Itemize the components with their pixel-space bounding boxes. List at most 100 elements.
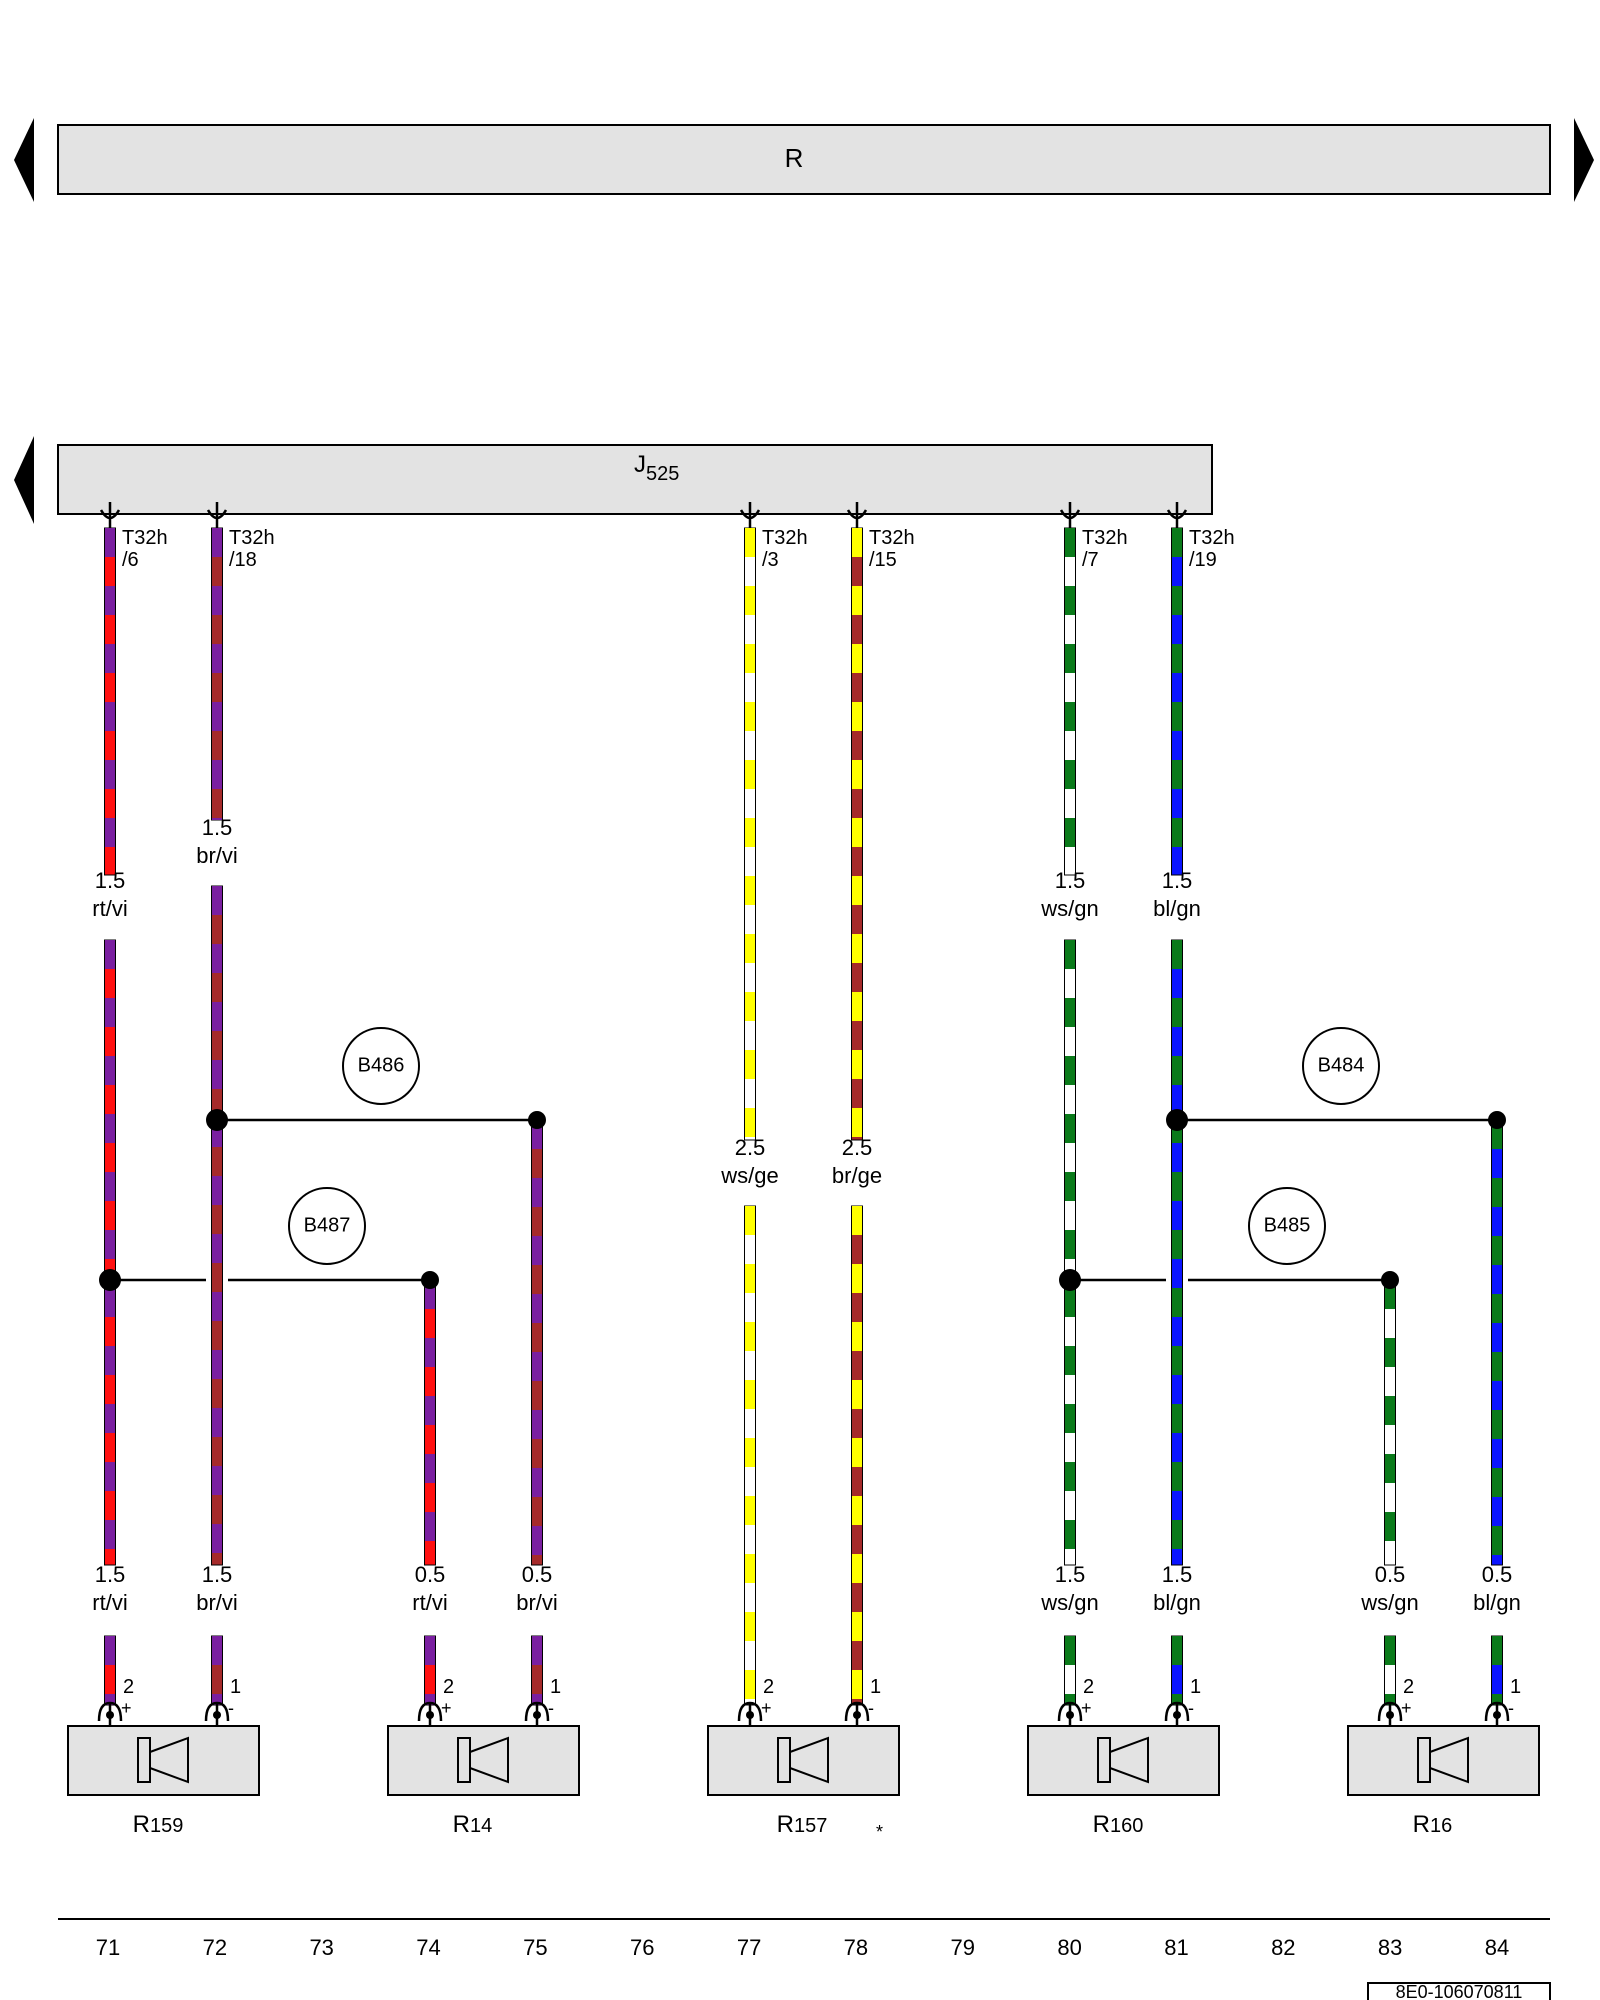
wire-label-top: 1.5 [1162,868,1193,893]
wire-label-top: br/vi [196,843,238,868]
speaker-pin-polarity: + [1081,1698,1092,1718]
wire-w9-segment [1384,1635,1396,1706]
wire-w4-segment [531,1119,543,1566]
wire-label-bottom: 1.5 [202,1562,233,1587]
wire-label-top: bl/gn [1153,896,1201,921]
speaker-box-r159 [67,1725,260,1796]
pin-label-line1: T32h [229,527,275,549]
wire-label-top: rt/vi [92,896,127,921]
wire-label-bottom: 0.5 [1375,1562,1406,1587]
wire-label-bottom: 1.5 [95,1562,126,1587]
connector-pin-w1 [99,502,121,528]
component-j525-label: J [634,451,646,478]
speaker-labels: R 159 R 14 R 157 * R 160 R 16 [133,1811,1453,1842]
wire-label-bottom: 0.5 [522,1562,553,1587]
speaker-connector-w4 [524,1701,550,1726]
wire-w7-segment [1064,939,1076,1566]
connector-pin-w7 [1059,502,1081,528]
wire-w5-segment [744,1205,756,1706]
connector-pin-w6 [846,502,868,528]
wire-label-bottom: ws/gn [1040,1590,1098,1615]
wire-w8-segment [1171,527,1183,876]
wire-label-bottom: bl/gn [1153,1590,1201,1615]
speaker-pin-number: 2 [123,1676,134,1698]
track-number: 74 [416,1935,440,1960]
speaker-pin-polarity: - [1508,1698,1514,1718]
wire-w2-segment [211,527,223,821]
wire-label-bottom: 1.5 [1055,1562,1086,1587]
wire-label-top: 1.5 [202,815,233,840]
wire-label-bottom: 0.5 [415,1562,446,1587]
speaker-label-r160: R [1093,1811,1110,1838]
wire-label-bottom: br/vi [196,1590,238,1615]
wire-w1-segment [104,1635,116,1706]
track-number: 82 [1271,1935,1295,1960]
splice-node [1488,1111,1506,1129]
wire-label-top: ws/gn [1040,896,1098,921]
speaker-connector-w9 [1377,1701,1403,1726]
wire-w6-segment [851,527,863,1141]
wire-label-bottom: ws/gn [1360,1590,1418,1615]
splice-node [1059,1269,1081,1291]
wire-label-top: 1.5 [95,868,126,893]
pin-label-line1: T32h [122,527,168,549]
track-number: 75 [523,1935,547,1960]
speaker-connector-w8 [1164,1701,1190,1726]
speaker-pin-polarity: + [1401,1698,1412,1718]
speaker-connector-w2 [204,1701,230,1726]
speaker-note: * [876,1822,883,1842]
speaker-pin-polarity: + [441,1698,452,1718]
splice-label-b486: B486 [358,1054,405,1076]
wire-label-bottom: rt/vi [412,1590,447,1615]
pin-label-line1: T32h [869,527,915,549]
pin-label-line2: /19 [1189,549,1217,571]
track-number: 76 [630,1935,654,1960]
diagram-code-box [1367,1982,1551,2000]
speaker-pin-number: 2 [443,1676,454,1698]
component-j525-sub: 525 [646,463,679,485]
splice-label-b484: B484 [1318,1054,1365,1076]
speaker-pin-polarity: + [121,1698,132,1718]
component-j525: J 525 [14,436,1213,524]
speaker-connector-w3 [417,1701,443,1726]
wire-labels: T32h/61.5rt/vi1.5rt/vi2+T32h/181.5br/vi1… [92,527,1521,1718]
speaker-boxes [67,1725,1540,1796]
splice-circle-b484 [1302,1027,1380,1105]
speaker-label-sub: 16 [1430,1815,1452,1837]
speaker-label-sub: 160 [1110,1815,1143,1837]
track-number: 78 [844,1935,868,1960]
speaker-pin-polarity: - [868,1698,874,1718]
splice-bus-b485 [1059,1269,1399,1291]
speaker-connector-w6 [844,1701,870,1726]
wire-w3-segment [424,1635,436,1706]
wire-label-top: ws/ge [720,1163,778,1188]
speaker-pin-polarity: - [228,1698,234,1718]
right-arrow-icon [1574,118,1594,202]
diagram-code: 8E0-106070811 [1396,1982,1523,2000]
speaker-pin-number: 1 [870,1676,881,1698]
track-number: 77 [737,1935,761,1960]
splice-node [1166,1109,1188,1131]
speaker-pin-number: 2 [763,1676,774,1698]
splice-circle-b487 [288,1187,366,1265]
wire-w2-segment [211,1635,223,1706]
wire-w8-segment [1171,1635,1183,1706]
wire-label-top: 1.5 [1055,868,1086,893]
speaker-pin-number: 2 [1403,1676,1414,1698]
splice-node [421,1271,439,1289]
splice-node [528,1111,546,1129]
pin-label-line2: /15 [869,549,897,571]
wire-label-top: br/ge [832,1163,882,1188]
speaker-label-sub: 159 [150,1815,183,1837]
splice-bus-b484 [1166,1109,1506,1131]
speaker-box-r16 [1347,1725,1540,1796]
wire-w3-segment [424,1279,436,1566]
wire-label-bottom: 0.5 [1482,1562,1513,1587]
component-r-label: R [785,143,804,173]
track-number: 80 [1057,1935,1081,1960]
track-number: 72 [203,1935,227,1960]
wire-w7-segment [1064,527,1076,876]
speaker-pin-number: 1 [550,1676,561,1698]
connector-pin-w8 [1166,502,1188,528]
